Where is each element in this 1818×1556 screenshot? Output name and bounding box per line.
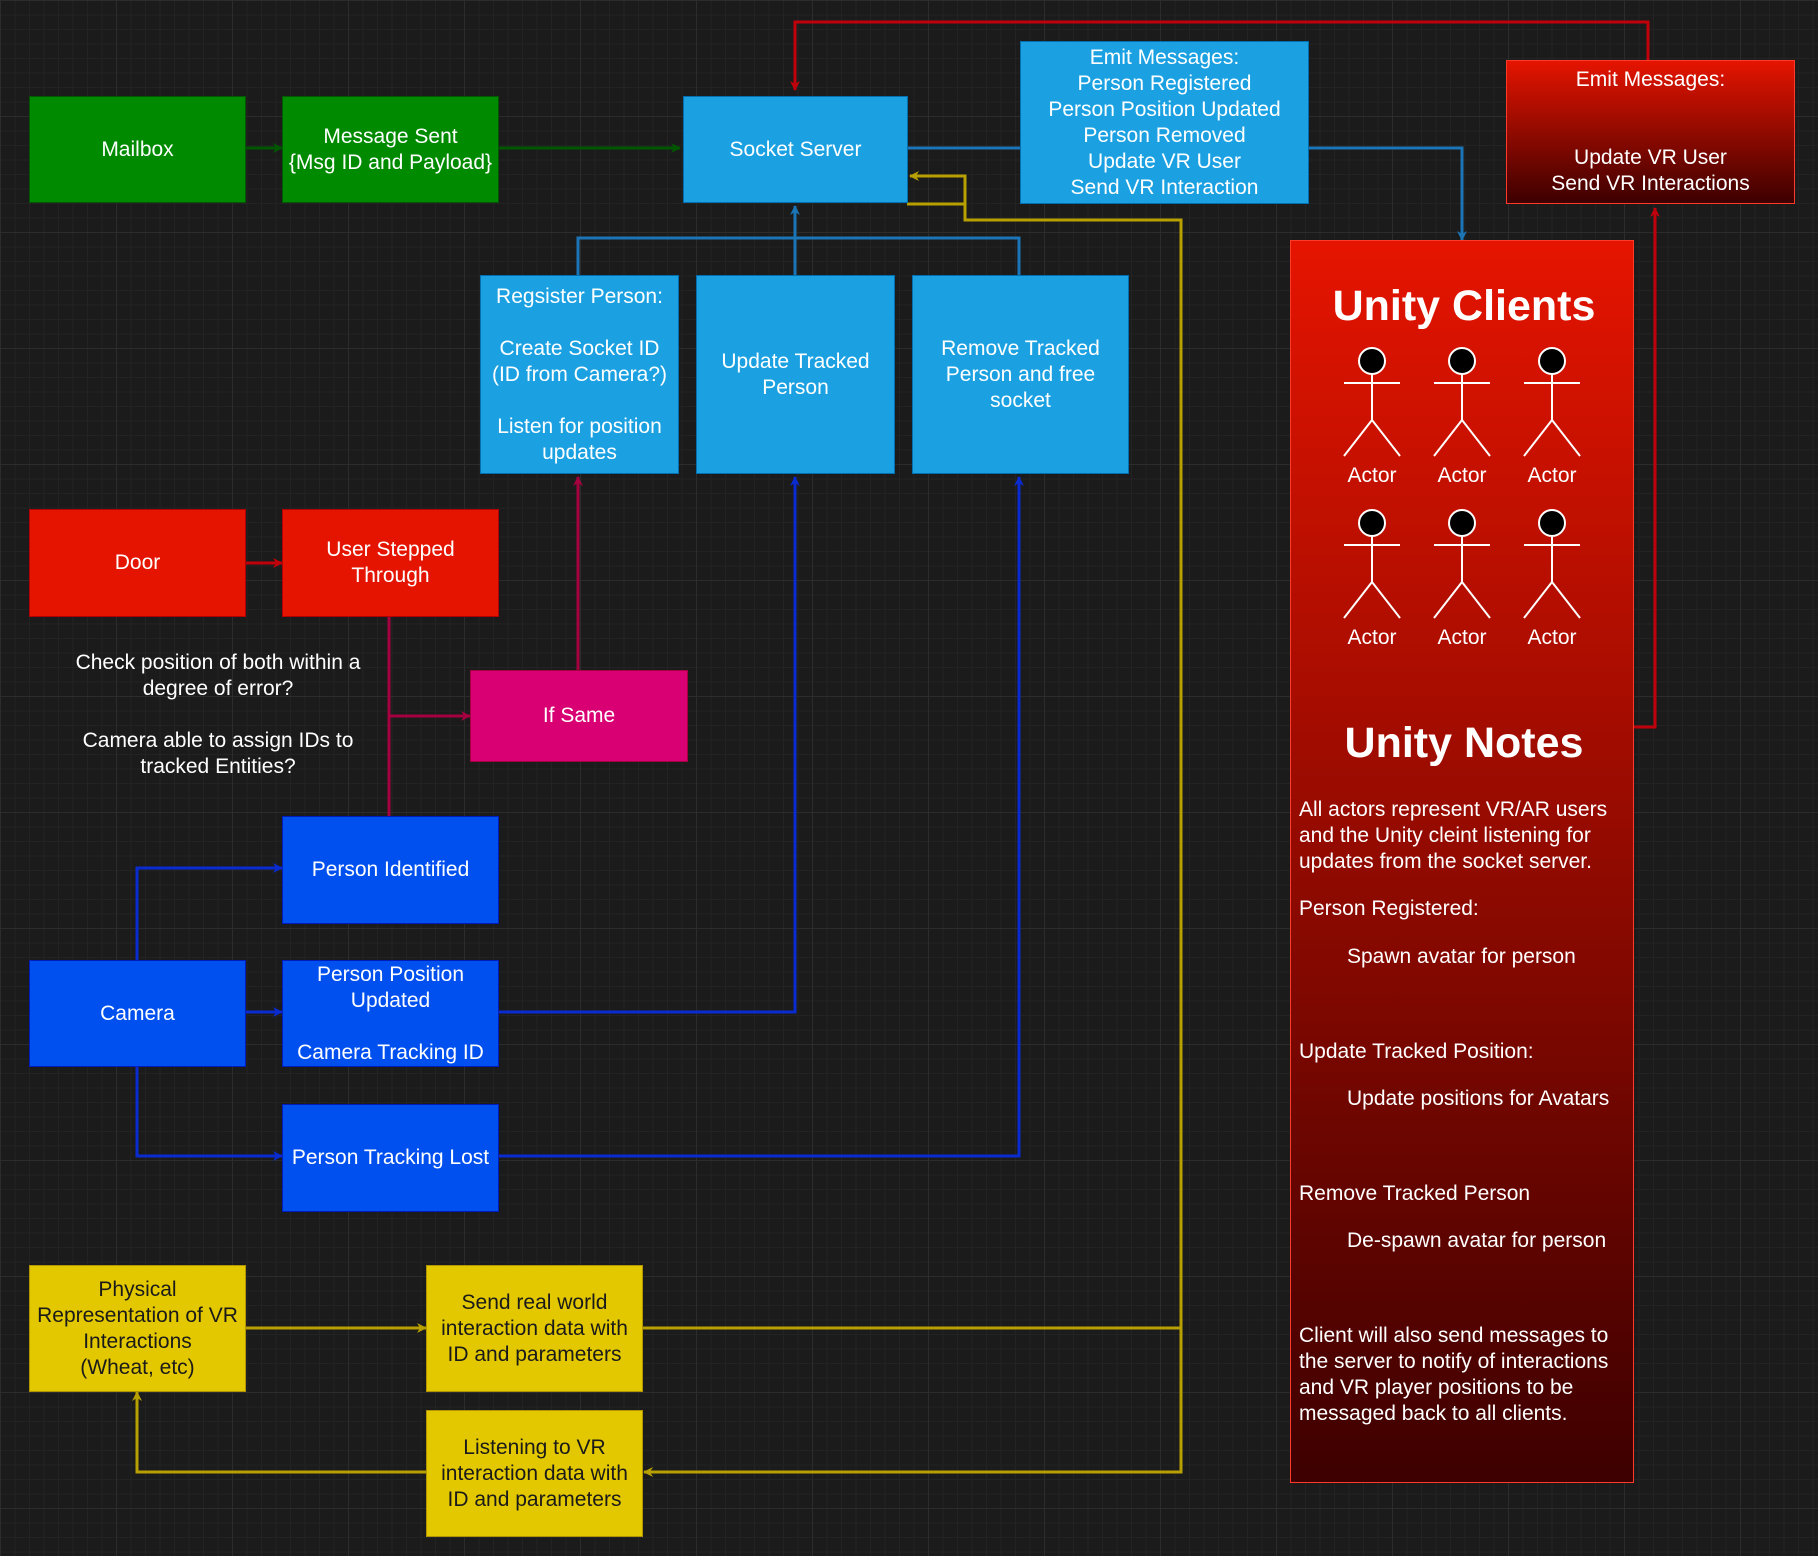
unity-clients-panel bbox=[1290, 240, 1634, 1483]
actor-figure-2: Actor bbox=[1417, 345, 1507, 495]
remove-tracked-detail: De-spawn avatar for person bbox=[1347, 1229, 1607, 1252]
actor-figure-1: Actor bbox=[1327, 345, 1417, 495]
edge-camera-to-lost bbox=[135, 1066, 283, 1161]
client-note: Client will also send messages to the se… bbox=[1299, 1324, 1609, 1425]
person-position-updated-node: Person Position Updated Camera Tracking … bbox=[282, 960, 499, 1067]
person-registered-heading: Person Registered: bbox=[1299, 897, 1479, 920]
mailbox-node: Mailbox bbox=[29, 96, 246, 203]
actor-figure-5: Actor bbox=[1417, 507, 1507, 657]
unity-notes-title: Unity Notes bbox=[1344, 719, 1584, 767]
update-tracked-person-node: Update Tracked Person bbox=[696, 275, 895, 474]
door-camera-question-note: Check position of both within a degree o… bbox=[75, 651, 361, 778]
user-stepped-through-node: User Stepped Through bbox=[282, 509, 499, 617]
remove-tracked-heading: Remove Tracked Person bbox=[1299, 1182, 1531, 1205]
actor-label: Actor bbox=[1437, 464, 1487, 487]
edge-register-to-socket bbox=[576, 236, 795, 275]
edge-unity-to-emit bbox=[1634, 207, 1660, 729]
unity-notes-intro: All actors represent VR/AR users and the… bbox=[1299, 798, 1608, 873]
actor-label: Actor bbox=[1437, 626, 1487, 649]
actor-label: Actor bbox=[1527, 626, 1577, 649]
physical-representation-node: Physical Representation of VR Interactio… bbox=[29, 1265, 246, 1392]
edge-socket-to-listening bbox=[643, 1328, 1183, 1477]
door-node: Door bbox=[29, 509, 246, 617]
edge-emit-to-socket bbox=[790, 20, 1650, 91]
if-same-node: If Same bbox=[470, 670, 688, 762]
unity-clients-title: Unity Clients bbox=[1332, 282, 1596, 330]
socket-server-node: Socket Server bbox=[683, 96, 908, 203]
actor-figure-4: Actor bbox=[1327, 507, 1417, 657]
actor-figure-6: Actor bbox=[1507, 507, 1597, 657]
emit-messages-server-node: Emit Messages: Person Registered Person … bbox=[1020, 41, 1309, 204]
send-real-world-node: Send real world interaction data with ID… bbox=[426, 1265, 643, 1392]
update-tracked-heading: Update Tracked Position: bbox=[1299, 1040, 1534, 1063]
camera-node: Camera bbox=[29, 960, 246, 1067]
edge-remove-to-socket bbox=[795, 236, 1021, 275]
edge-camera-to-identified bbox=[135, 863, 283, 960]
register-person-node: Regsister Person: Create Socket ID (ID f… bbox=[480, 275, 679, 474]
person-tracking-lost-node: Person Tracking Lost bbox=[282, 1104, 499, 1212]
actor-figure-3: Actor bbox=[1507, 345, 1597, 495]
edge-send-to-socket bbox=[642, 171, 1183, 1330]
emit-messages-unity-node: Emit Messages: Update VR User Send VR In… bbox=[1506, 60, 1795, 204]
remove-tracked-person-node: Remove Tracked Person and free socket bbox=[912, 275, 1129, 474]
edge-position-to-update bbox=[498, 476, 800, 1014]
actor-label: Actor bbox=[1347, 464, 1397, 487]
update-tracked-detail: Update positions for Avatars bbox=[1347, 1087, 1610, 1110]
actor-label: Actor bbox=[1527, 464, 1577, 487]
edge-listening-to-physical bbox=[132, 1391, 426, 1474]
edge-lost-to-remove bbox=[498, 476, 1024, 1158]
person-identified-node: Person Identified bbox=[282, 816, 499, 924]
person-registered-detail: Spawn avatar for person bbox=[1347, 945, 1576, 968]
listening-vr-node: Listening to VR interaction data with ID… bbox=[426, 1410, 643, 1537]
actor-label: Actor bbox=[1347, 626, 1397, 649]
message-sent-node: Message Sent {Msg ID and Payload} bbox=[282, 96, 499, 203]
